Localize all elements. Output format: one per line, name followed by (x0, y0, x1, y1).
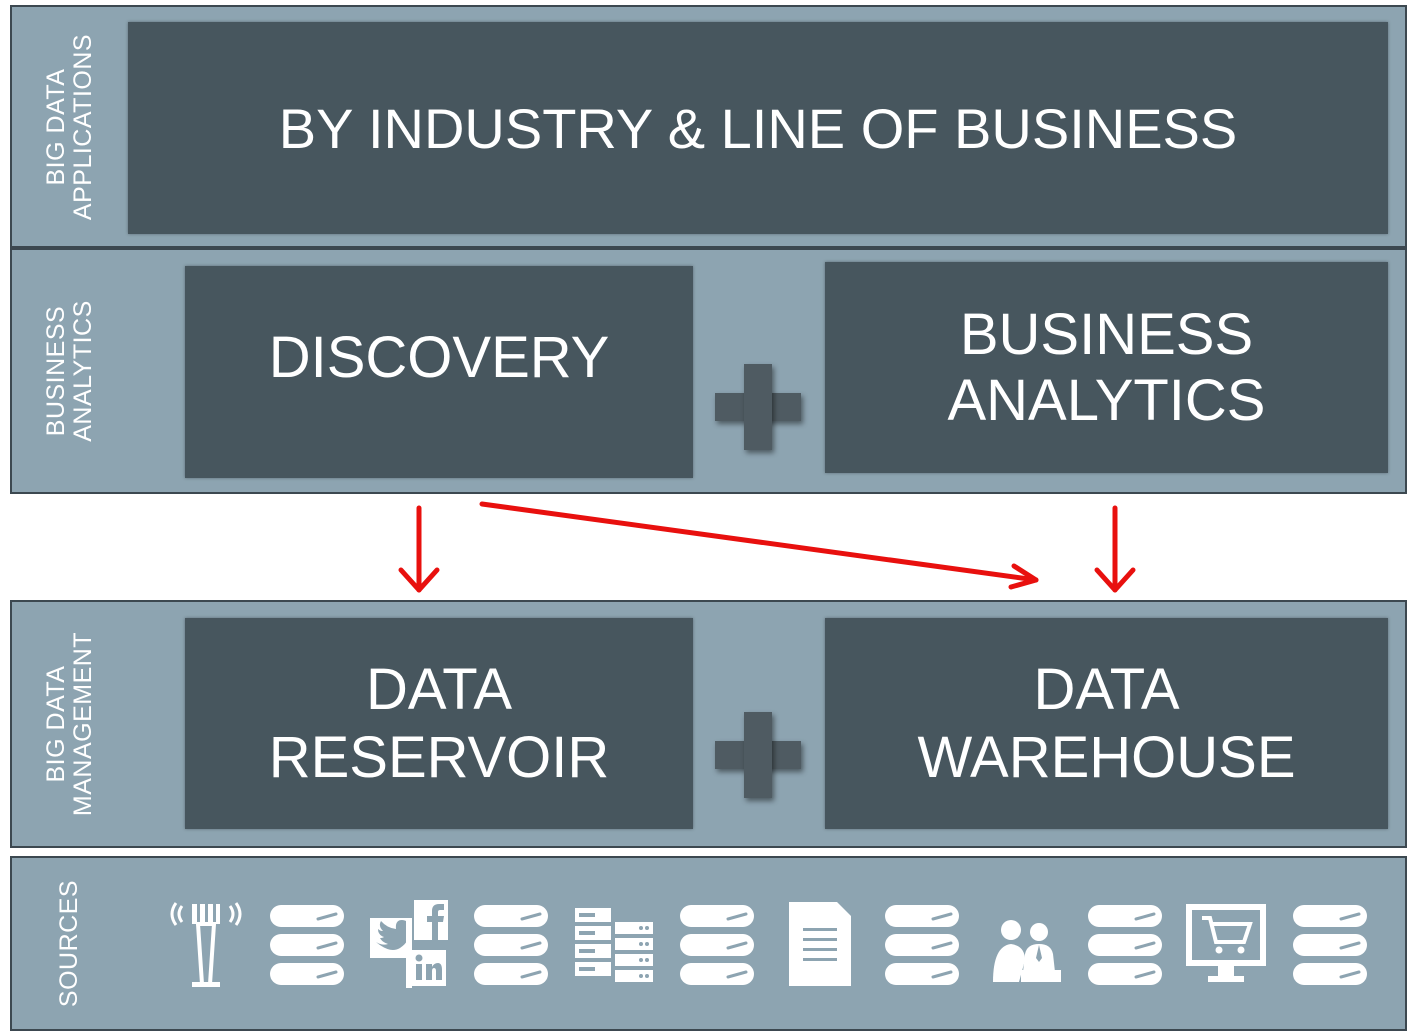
database-icon (270, 905, 344, 985)
shopping-cart-monitor-icon (1186, 904, 1266, 982)
arrow-discovery-to-warehouse (479, 501, 1039, 590)
business-analytics-box: BUSINESS ANALYTICS (825, 262, 1388, 473)
industry-lob-box: BY INDUSTRY & LINE OF BUSINESS (128, 22, 1388, 234)
data-reservoir-box: DATA RESERVOIR (185, 618, 693, 829)
cell-tower-icon (170, 902, 242, 987)
social-media-icon (370, 900, 448, 988)
plus-icon-analytics (715, 364, 801, 450)
database-icon (1088, 905, 1162, 985)
database-icon (1293, 905, 1367, 985)
people-icon (993, 920, 1061, 982)
arrow-analytics-to-warehouse (1094, 505, 1136, 593)
database-icon (885, 905, 959, 985)
database-icon (474, 905, 548, 985)
document-icon (789, 902, 851, 986)
plus-icon-management (715, 712, 801, 798)
database-icon (680, 905, 754, 985)
discovery-box: DISCOVERY (185, 266, 693, 478)
server-rack-icon (575, 908, 653, 982)
arrow-discovery-to-reservoir (398, 505, 440, 593)
data-warehouse-box: DATA WAREHOUSE (825, 618, 1388, 829)
